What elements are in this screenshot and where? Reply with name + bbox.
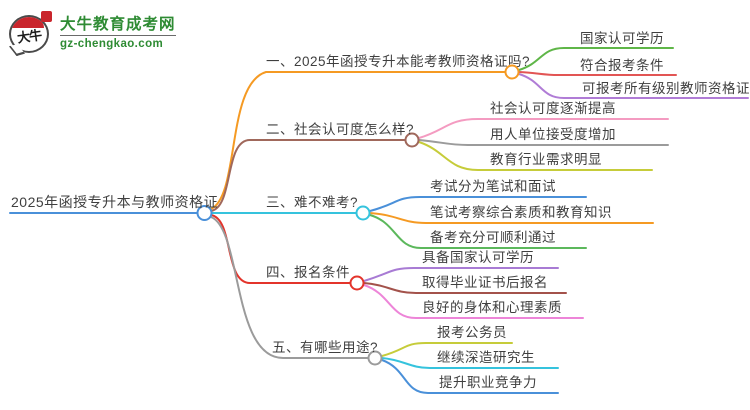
branch-1-child-3-label: 可报考所有级别教师资格证 (582, 81, 750, 96)
branch-1-node-circle (504, 64, 520, 80)
logo-seal-icon (41, 11, 52, 22)
root-node-circle (196, 205, 213, 221)
logo-icon: 大牛 (8, 11, 54, 57)
branch-5-child-1-line (381, 342, 513, 357)
branch-5-child-2-label: 继续深造研究生 (437, 350, 535, 365)
branch-3-child-1-label: 考试分为笔试和面试 (430, 179, 556, 194)
logo-title: 大牛教育成考网 (60, 15, 176, 33)
logo-text: 大牛教育成考网 gz-chengkao.com (60, 16, 176, 51)
branch-2-label: 二、社会认可度怎么样? (266, 122, 415, 137)
branch-2-child-2-label: 用人单位接受度增加 (490, 127, 616, 142)
branch-2-line (210, 139, 406, 212)
branch-4-child-1-line (363, 267, 559, 282)
logo-bubble-cap (12, 17, 44, 28)
branch-1-child-3-line (518, 73, 749, 99)
branch-5-child-3-label: 提升职业竞争力 (439, 375, 537, 390)
logo-domain: gz-chengkao.com (60, 34, 176, 51)
branch-3-child-2-label: 笔试考察综合素质和教育知识 (430, 205, 612, 220)
branch-2-node-circle (404, 132, 420, 148)
branch-2-child-3-label: 教育行业需求明显 (490, 152, 602, 167)
branch-1-label: 一、2025年函授专升本能考教师资格证吗? (266, 54, 531, 69)
branch-2-child-1-line (418, 118, 669, 139)
branch-1-child-2-label: 符合报考条件 (580, 58, 664, 73)
branch-4-child-1-label: 具备国家认可学历 (422, 250, 534, 265)
site-logo[interactable]: 大牛 大牛教育成考网 gz-chengkao.com (8, 11, 176, 57)
branch-3-label: 三、难不难考? (266, 195, 359, 210)
branch-4-node-circle (349, 275, 365, 291)
branch-1-line (210, 71, 506, 210)
branch-4-child-2-line (363, 282, 567, 294)
branch-5-label: 五、有哪些用途? (272, 340, 379, 355)
branch-2-child-2-line (418, 139, 669, 146)
branch-5-child-3-line (381, 359, 559, 394)
branch-1-child-1-label: 国家认可学历 (580, 31, 664, 46)
branch-5-child-2-line (381, 357, 559, 369)
root-node-label: 2025年函授专升本与教师资格证 (11, 194, 219, 210)
branch-3-child-2-line (369, 212, 654, 224)
branch-4-label: 四、报名条件 (266, 265, 350, 280)
branch-5-child-1-label: 报考公务员 (437, 325, 507, 340)
branch-3-node-circle (355, 205, 371, 221)
branch-2-child-3-line (418, 141, 653, 171)
branch-1-child-1-line (518, 47, 674, 71)
branch-5-node-circle (367, 350, 383, 366)
branch-4-child-3-line (363, 284, 584, 319)
branch-3-child-1-line (369, 196, 587, 212)
branch-5-line (210, 216, 369, 359)
branch-1-child-2-line (518, 71, 677, 76)
branch-3-child-3-line (369, 214, 587, 249)
branch-2-child-1-label: 社会认可度逐渐提高 (490, 101, 616, 116)
branch-4-child-3-label: 良好的身体和心理素质 (422, 300, 562, 315)
branch-3-child-3-label: 备考充分可顺利通过 (430, 230, 556, 245)
branch-4-child-2-label: 取得毕业证书后报名 (422, 275, 548, 290)
